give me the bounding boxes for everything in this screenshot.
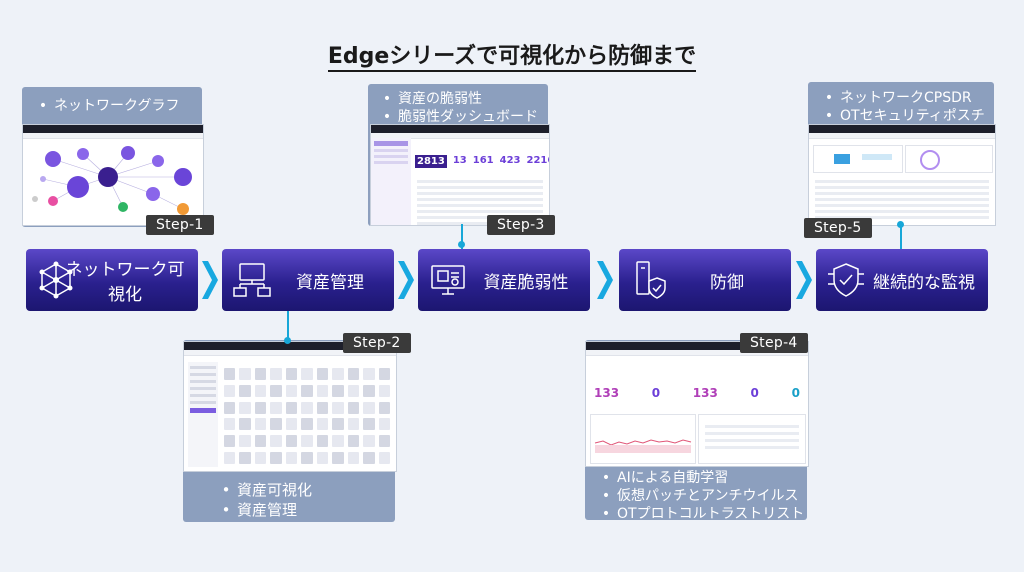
connector-step2 bbox=[287, 311, 289, 341]
network-icon bbox=[39, 261, 73, 299]
stat-protected: 133 bbox=[594, 386, 620, 400]
step1-label: Step-1 bbox=[146, 215, 214, 235]
step5-bullet: ネットワークCPSDR bbox=[818, 89, 994, 107]
network-graph bbox=[32, 146, 192, 219]
connector-dot bbox=[284, 337, 291, 344]
stat-high: 161 bbox=[472, 155, 494, 166]
step4-label: Step-4 bbox=[740, 333, 808, 353]
connector-step5 bbox=[900, 224, 902, 249]
step4-bullet: AIによる自動学習 bbox=[595, 469, 804, 487]
vulnerability-dashboard-screenshot: 2813 13 161 423 2216 bbox=[370, 124, 550, 226]
activity-chart bbox=[594, 439, 692, 453]
step4-bullet: OTプロトコルトラストリスト bbox=[595, 505, 804, 523]
flow-label: ネットワーク可視化 bbox=[65, 260, 185, 305]
flow-label: 資産管理 bbox=[296, 272, 364, 293]
stat-low: 2216 bbox=[526, 155, 549, 166]
flow-label: 資産脆弱性 bbox=[483, 272, 569, 293]
step3-bullet: 資産の脆弱性 bbox=[376, 90, 548, 108]
vulnerability-monitor-icon bbox=[431, 265, 465, 295]
chevron-right-icon bbox=[796, 261, 812, 299]
asset-monitor-icon bbox=[233, 263, 271, 297]
chevron-right-icon bbox=[398, 261, 414, 299]
flow-label: 防御 bbox=[710, 272, 744, 293]
stat-quarantined: 0 bbox=[791, 386, 800, 400]
shield-network-icon bbox=[828, 263, 864, 297]
asset-management-screenshot bbox=[183, 341, 397, 472]
step2-bullet: 資産可視化 bbox=[215, 480, 312, 500]
flow-box-network: ネットワーク可視化 bbox=[26, 249, 198, 311]
network-graph-screenshot bbox=[22, 124, 204, 226]
connector-dot bbox=[458, 241, 465, 248]
step1-bullet: ネットワークグラフ bbox=[32, 97, 202, 115]
stat-critical: 13 bbox=[452, 155, 467, 166]
step5-label: Step-5 bbox=[804, 218, 872, 238]
page-title: Edgeシリーズで可視化から防御まで bbox=[0, 38, 1024, 72]
step4-bullet: 仮想パッチとアンチウイルス bbox=[595, 487, 804, 505]
security-posture-screenshot: 133 0 133 0 0 bbox=[585, 341, 809, 467]
connector-step3 bbox=[461, 224, 463, 249]
stat-patched: 0 bbox=[750, 386, 759, 400]
flow-box-vulnerability: 資産脆弱性 bbox=[418, 249, 590, 311]
stat-detected: 133 bbox=[692, 386, 718, 400]
stat-blocked: 0 bbox=[651, 386, 661, 400]
stat-total: 2813 bbox=[415, 155, 447, 168]
chevron-right-icon bbox=[597, 261, 613, 299]
step3-label: Step-3 bbox=[487, 215, 555, 235]
shield-device-icon bbox=[636, 261, 666, 299]
flow-box-assets: 資産管理 bbox=[222, 249, 394, 311]
flow-label: 継続的な監視 bbox=[873, 272, 975, 293]
flow-box-monitoring: 継続的な監視 bbox=[816, 249, 988, 311]
connector-dot bbox=[897, 221, 904, 228]
step2-bullet: 資産管理 bbox=[215, 500, 312, 520]
flow-box-defense: 防御 bbox=[619, 249, 791, 311]
stat-medium: 423 bbox=[499, 155, 521, 166]
chevron-right-icon bbox=[202, 261, 218, 299]
step3-bullet: 脆弱性ダッシュボード bbox=[376, 108, 548, 126]
cpsdr-screenshot bbox=[808, 124, 996, 226]
step2-label: Step-2 bbox=[343, 333, 411, 353]
